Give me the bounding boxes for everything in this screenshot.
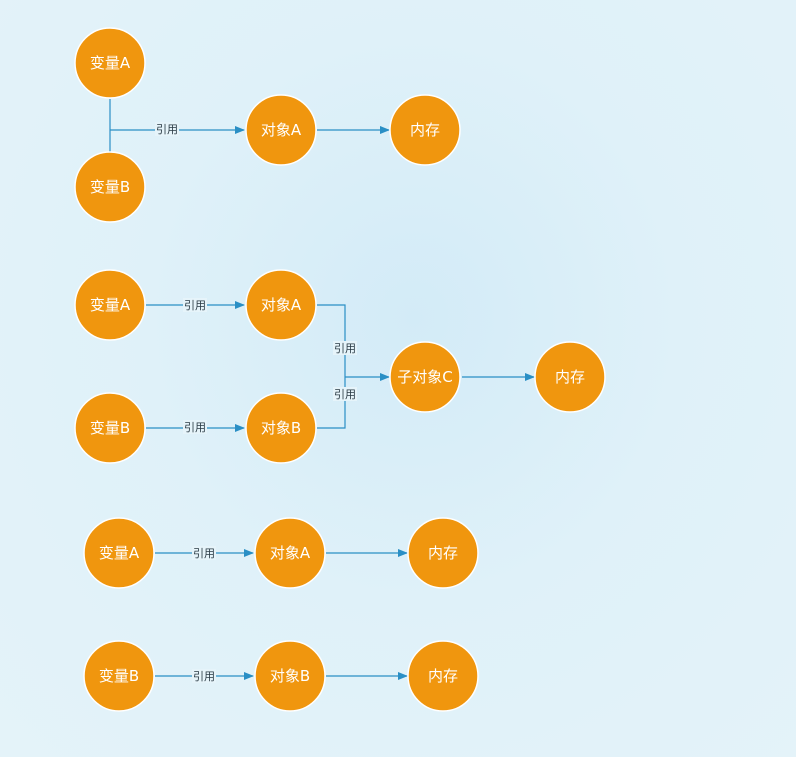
node-object-b[interactable]: 对象B <box>245 392 317 464</box>
node-variable-b[interactable]: 变量B <box>74 151 146 223</box>
edge-label-ref: 引用 <box>192 669 216 683</box>
edge-label-text: 引用 <box>193 546 215 560</box>
edge-object-a-bracket <box>317 304 346 429</box>
node-object-a[interactable]: 对象A <box>254 517 326 589</box>
edge-label-text: 引用 <box>156 122 178 136</box>
node-label: 对象A <box>270 544 311 562</box>
node-variable-a[interactable]: 变量A <box>74 27 146 99</box>
diagram-shared-reference: 引用 变量A 变量B 对象A 内存 <box>74 27 461 223</box>
edge-label-text: 引用 <box>184 298 206 312</box>
edge-label-text: 引用 <box>184 420 206 434</box>
node-variable-b[interactable]: 变量B <box>74 392 146 464</box>
node-variable-a[interactable]: 变量A <box>74 269 146 341</box>
node-object-a[interactable]: 对象A <box>245 94 317 166</box>
node-object-a[interactable]: 对象A <box>245 269 317 341</box>
node-variable-b[interactable]: 变量B <box>83 640 155 712</box>
node-memory[interactable]: 内存 <box>407 517 479 589</box>
node-label: 内存 <box>428 544 458 562</box>
node-label: 变量A <box>90 54 131 72</box>
edge-label-ref-b: 引用 <box>183 420 207 434</box>
node-label: 变量B <box>90 178 130 196</box>
node-label: 对象A <box>261 121 302 139</box>
node-label: 变量B <box>99 667 139 685</box>
node-label: 对象A <box>261 296 302 314</box>
node-label: 内存 <box>410 121 440 139</box>
node-label: 内存 <box>555 368 585 386</box>
diagram-shared-child-object: 引用 引用 引用 引用 变量A 变量B 对象A 对象B <box>74 269 606 464</box>
node-child-object-c[interactable]: 子对象C <box>389 341 461 413</box>
edge-label-ref-a: 引用 <box>183 298 207 312</box>
edge-label-ref-object-b: 引用 <box>333 387 357 401</box>
node-label: 对象B <box>261 419 301 437</box>
node-label: 内存 <box>428 667 458 685</box>
edge-label-ref: 引用 <box>155 122 179 136</box>
node-object-b[interactable]: 对象B <box>254 640 326 712</box>
edge-label-text: 引用 <box>193 669 215 683</box>
node-memory[interactable]: 内存 <box>407 640 479 712</box>
diagram-independent-a: 引用 变量A 对象A 内存 <box>83 517 479 589</box>
node-label: 变量A <box>99 544 140 562</box>
node-memory[interactable]: 内存 <box>389 94 461 166</box>
diagram-independent-b: 引用 变量B 对象B 内存 <box>83 640 479 712</box>
edge-label-text: 引用 <box>334 341 356 355</box>
edge-label-text: 引用 <box>334 387 356 401</box>
node-memory[interactable]: 内存 <box>534 341 606 413</box>
edge-label-ref-object-a: 引用 <box>333 341 357 355</box>
node-label: 变量B <box>90 419 130 437</box>
edges-d2 <box>146 301 535 432</box>
node-variable-a[interactable]: 变量A <box>83 517 155 589</box>
node-label: 子对象C <box>397 368 452 386</box>
node-label: 变量A <box>90 296 131 314</box>
edge-label-ref: 引用 <box>192 546 216 560</box>
node-label: 对象B <box>270 667 310 685</box>
